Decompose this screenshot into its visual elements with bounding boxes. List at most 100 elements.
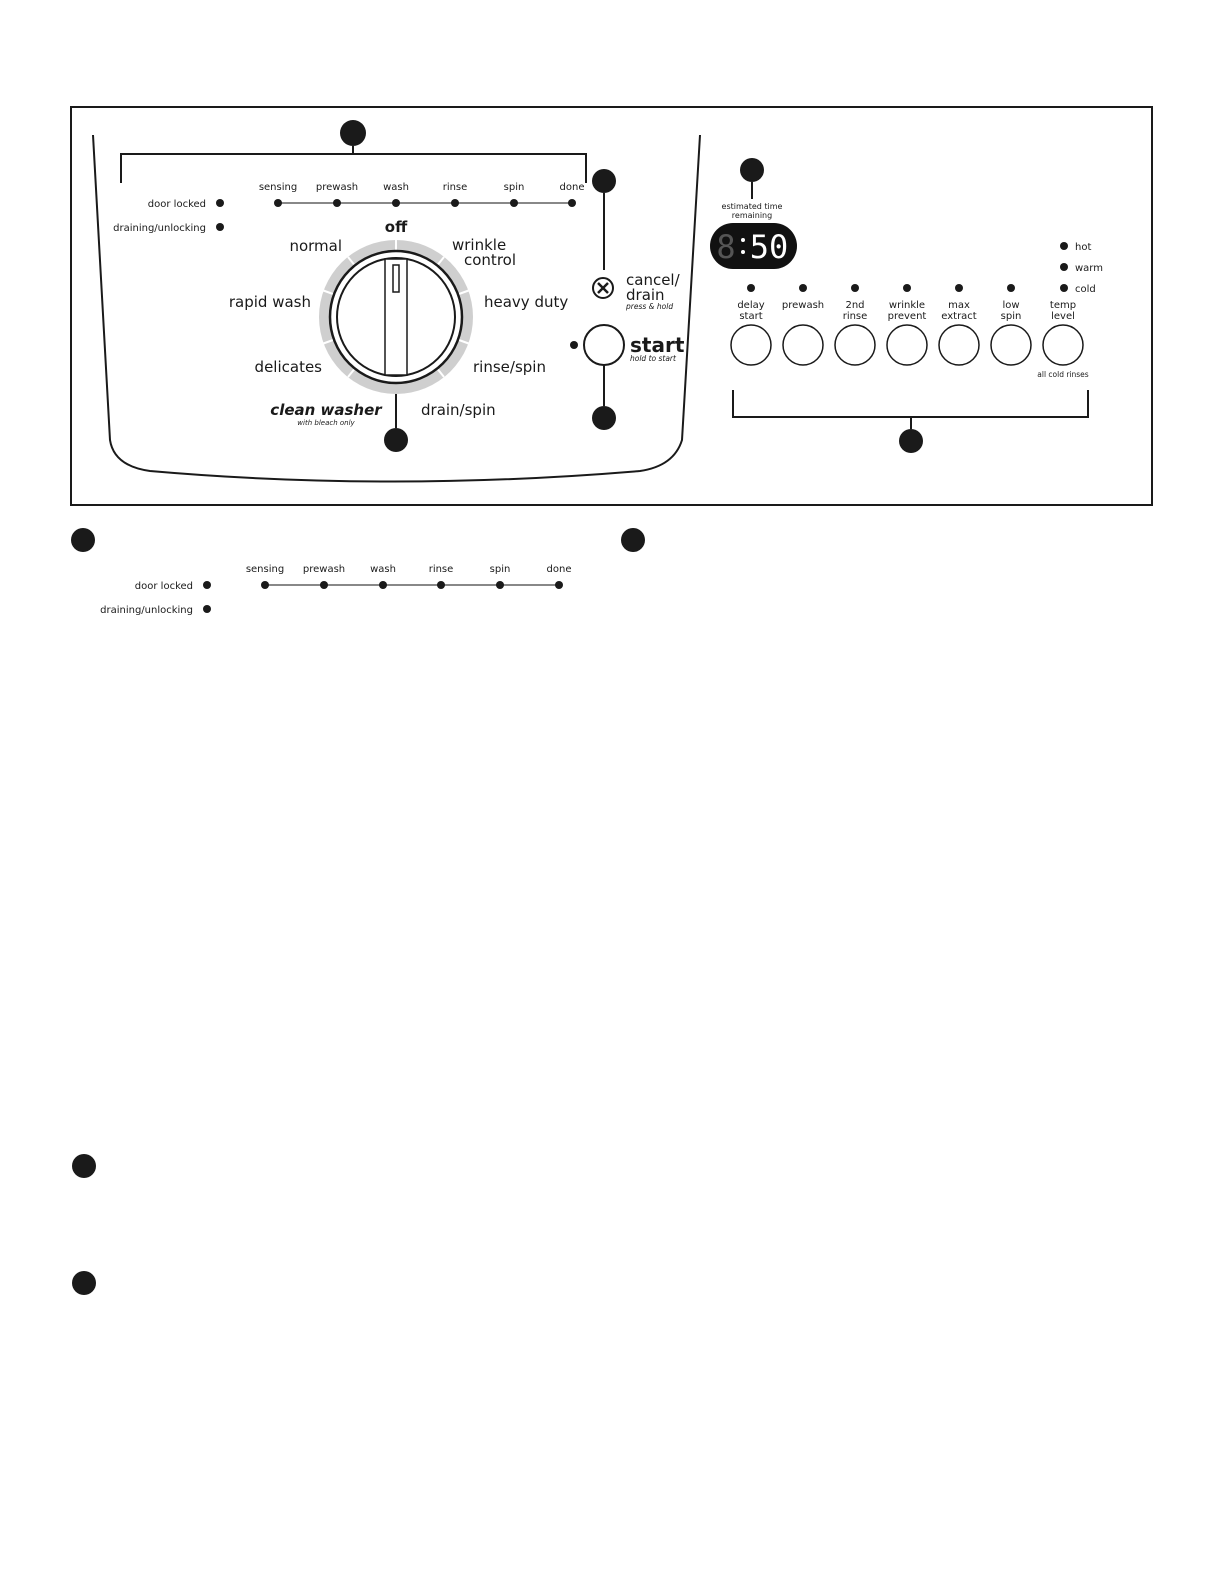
stage-label-rinse: rinse xyxy=(429,564,454,575)
stage-label-sensing: sensing xyxy=(259,182,297,193)
option-label-line1: max xyxy=(948,300,970,311)
cycle-label-control: control xyxy=(464,251,516,269)
wrinkle-prevent-button[interactable] xyxy=(886,324,928,366)
callout-marker xyxy=(592,169,616,193)
option-2nd-rinse[interactable]: 2nd rinse xyxy=(834,284,876,366)
callout-marker xyxy=(592,406,616,430)
time-display: 8 50 xyxy=(710,223,797,269)
option-label-line2: start xyxy=(739,311,762,322)
stage-led-spin xyxy=(510,199,518,207)
cancel-drain-button[interactable]: cancel/ drain press & hold xyxy=(592,271,681,311)
door-locked-led xyxy=(216,199,224,207)
stage-led-wash xyxy=(392,199,400,207)
option-led xyxy=(851,284,859,292)
stage-led-sensing xyxy=(261,581,269,589)
section-marker xyxy=(72,1271,96,1295)
display-bezel xyxy=(710,223,797,269)
stage-led-spin xyxy=(496,581,504,589)
callout-marker xyxy=(899,429,923,453)
dial-pointer xyxy=(392,264,400,293)
start-button[interactable] xyxy=(583,324,625,366)
option-max-extract[interactable]: max extract xyxy=(938,284,980,366)
option-label-line1: wrinkle xyxy=(889,300,925,311)
delay-start-button[interactable] xyxy=(730,324,772,366)
start-button-group[interactable]: start hold to start xyxy=(570,324,685,366)
stage-label-sensing: sensing xyxy=(246,564,284,575)
progress-stages: sensing prewash wash rinse spin done xyxy=(259,182,585,207)
option-temp-level[interactable]: temp level all cold rinses xyxy=(1037,300,1089,379)
display-dim-digit: 8 xyxy=(716,228,735,266)
progress-callout xyxy=(120,120,587,183)
clean-washer-note: with bleach only xyxy=(297,419,355,427)
option-label-line1: low xyxy=(1002,300,1019,311)
option-low-spin[interactable]: low spin xyxy=(990,284,1032,366)
door-locked-led xyxy=(203,581,211,589)
option-delay-start[interactable]: delay start xyxy=(730,284,772,366)
stage-label-wash: wash xyxy=(370,564,396,575)
option-prewash[interactable]: prewash xyxy=(782,284,824,366)
status-indicators: door locked draining/unlocking xyxy=(113,199,224,234)
progress-stages-detail: sensing prewash wash rinse spin done xyxy=(246,564,572,589)
stage-label-spin: spin xyxy=(490,564,511,575)
cycle-label-rinse-spin: rinse/spin xyxy=(473,358,546,376)
options-callout xyxy=(732,390,1089,453)
start-label: start xyxy=(630,333,685,357)
time-display-callout: estimated time remaining xyxy=(722,158,783,220)
option-label-line1: 2nd xyxy=(845,300,864,311)
temp-level-button[interactable] xyxy=(1042,324,1084,366)
cycle-label-wrinkle: wrinkle xyxy=(452,236,506,254)
section-marker xyxy=(72,1154,96,1178)
dial-grip xyxy=(384,258,408,376)
stage-led-wash xyxy=(379,581,387,589)
status-indicators-detail: door locked draining/unlocking xyxy=(100,581,211,616)
cycle-label-off: off xyxy=(385,218,408,236)
stage-led-rinse xyxy=(437,581,445,589)
cancel-start-callouts xyxy=(592,169,616,430)
option-label-line1: delay xyxy=(737,300,764,311)
draining-unlocking-led xyxy=(216,223,224,231)
max-extract-button[interactable] xyxy=(938,324,980,366)
option-label-line1: prewash xyxy=(782,300,824,311)
option-led xyxy=(799,284,807,292)
display-colon-dot xyxy=(741,238,745,242)
callout-marker xyxy=(384,428,408,452)
cancel-label: cancel/ xyxy=(626,271,681,289)
cycle-dial[interactable]: off normal wrinkle control rapid wash he… xyxy=(229,218,568,427)
temp-led-cold xyxy=(1060,284,1068,292)
dial-callout xyxy=(384,394,408,452)
prewash-button[interactable] xyxy=(782,324,824,366)
draining-unlocking-led xyxy=(203,605,211,613)
low-spin-button[interactable] xyxy=(990,324,1032,366)
stage-label-prewash: prewash xyxy=(316,182,358,193)
stage-label-done: done xyxy=(560,182,585,193)
cycle-label-heavy-duty: heavy duty xyxy=(484,293,568,311)
stage-label-rinse: rinse xyxy=(443,182,468,193)
panel-frame xyxy=(70,106,1153,506)
display-time-value: 50 xyxy=(750,228,789,266)
draining-unlocking-label: draining/unlocking xyxy=(100,605,193,616)
temp-label-hot: hot xyxy=(1075,242,1091,253)
option-label-line2: extract xyxy=(941,311,977,322)
option-label-line2: rinse xyxy=(843,311,868,322)
draining-unlocking-label: draining/unlocking xyxy=(113,223,206,234)
start-led xyxy=(570,341,578,349)
option-label-line2: prevent xyxy=(888,311,927,322)
callout-marker xyxy=(740,158,764,182)
cancel-note: press & hold xyxy=(625,302,673,311)
all-cold-rinses-label: all cold rinses xyxy=(1037,370,1089,379)
option-led xyxy=(747,284,755,292)
stage-led-sensing xyxy=(274,199,282,207)
2nd-rinse-button[interactable] xyxy=(834,324,876,366)
option-wrinkle-prevent[interactable]: wrinkle prevent xyxy=(886,284,928,366)
temp-led-warm xyxy=(1060,263,1068,271)
callout-marker xyxy=(340,120,366,146)
door-locked-label: door locked xyxy=(148,199,206,210)
cycle-label-normal: normal xyxy=(289,237,342,255)
temp-label-cold: cold xyxy=(1075,284,1096,295)
stage-label-done: done xyxy=(547,564,572,575)
start-note: hold to start xyxy=(630,354,677,363)
cycle-label-delicates: delicates xyxy=(255,358,323,376)
stage-led-rinse xyxy=(451,199,459,207)
section-marker xyxy=(71,528,95,552)
